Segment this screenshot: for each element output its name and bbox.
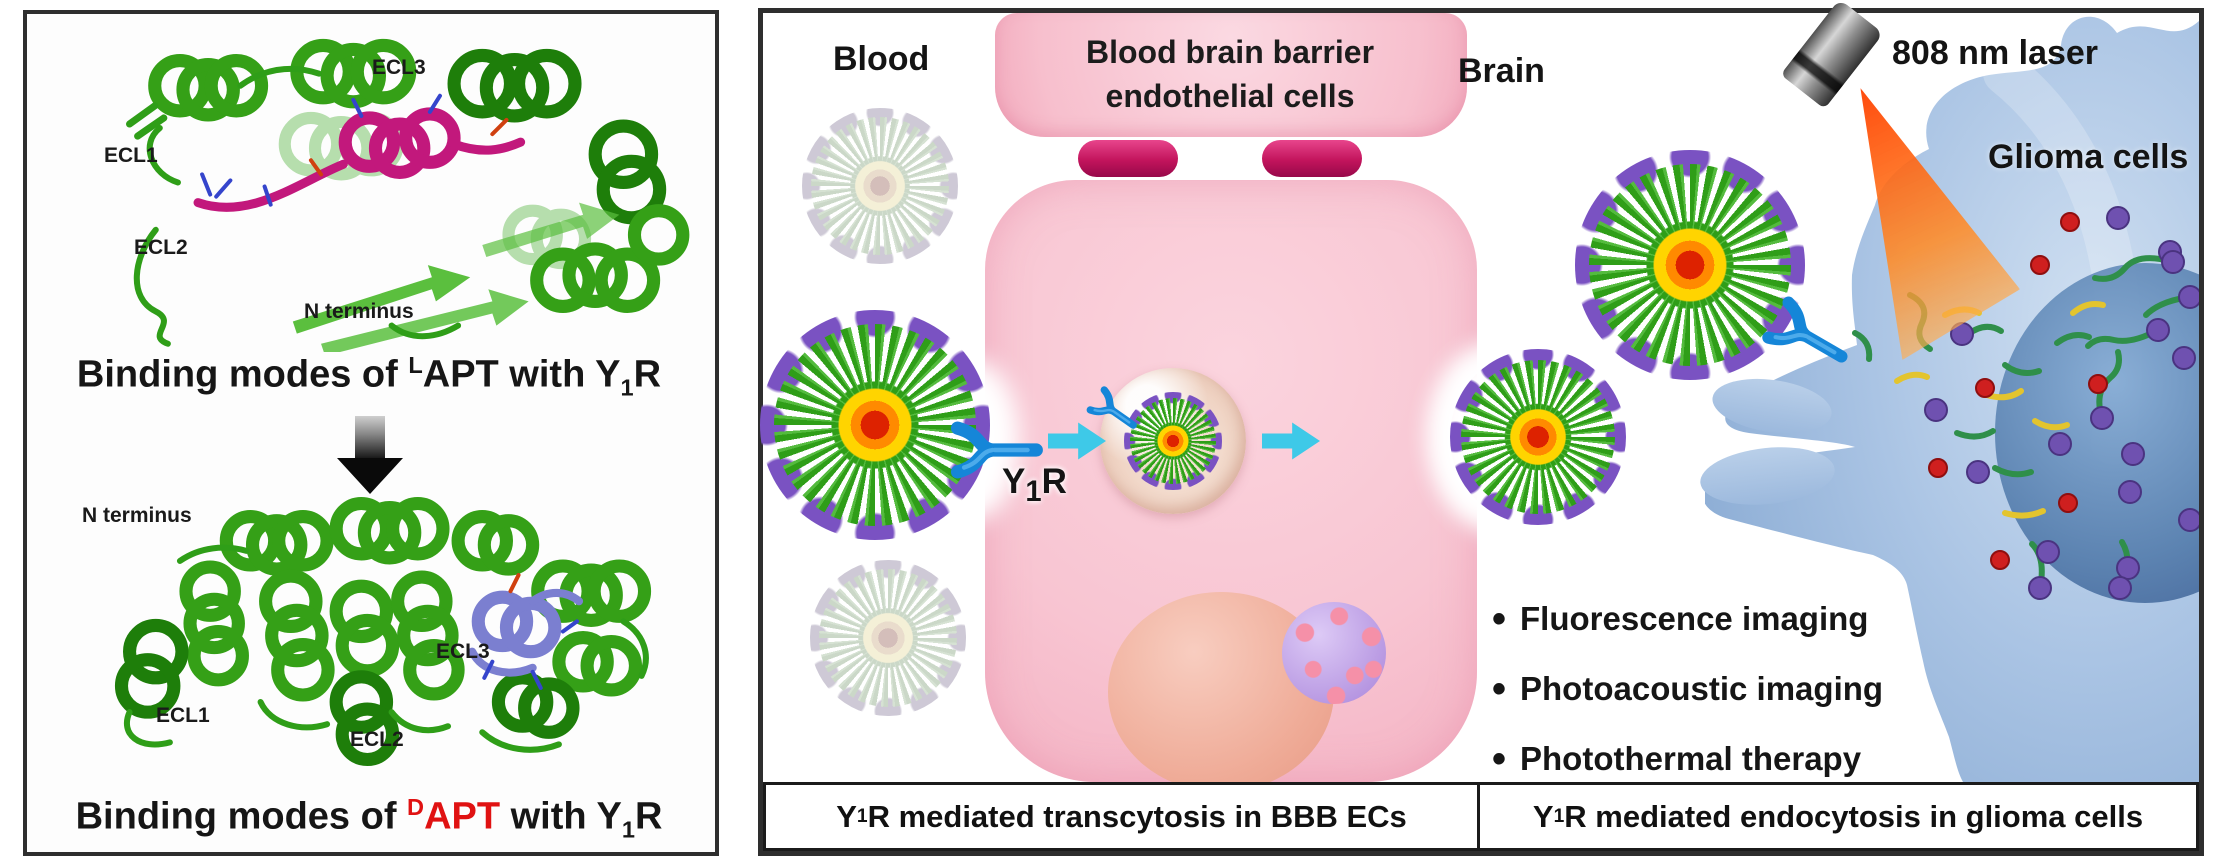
list-item: Photoacoustic imaging [1492, 654, 1922, 724]
released-red-molecules [1928, 212, 2108, 570]
list-item: Photothermal therapy [1492, 724, 1922, 794]
label-ecl2-top: ECL2 [134, 236, 188, 259]
glioma-cell [1705, 16, 2199, 782]
label-ecl1-top: ECL1 [104, 144, 158, 167]
label-ecl1-bottom: ECL1 [156, 704, 210, 727]
binding-modes-panel: ECL3 ECL1 ECL2 N terminus Binding modes … [23, 10, 719, 856]
transcytosis-vesicle [1100, 368, 1246, 514]
brain-region-label: Brain [1458, 52, 1545, 90]
nanoparticle-brain [1450, 349, 1626, 525]
nanoparticle-ghost-top [802, 108, 958, 264]
tight-junction-left [1078, 140, 1178, 177]
bbb-endothelial-cell-top [995, 13, 1467, 137]
nanoparticle-in-vesicle [1124, 392, 1222, 490]
protein-structure-lapt [126, 38, 690, 352]
glioma-cells-label: Glioma cells [1988, 138, 2189, 176]
y1r-receptor-label: Y1R [1002, 462, 1067, 508]
glioma-nucleus [1995, 263, 2199, 603]
protein-structure-dapt [114, 496, 652, 767]
isomer-superscript: L [408, 352, 423, 378]
label-ecl3-bottom: ECL3 [436, 640, 490, 663]
down-arrow [355, 416, 385, 460]
isomer-superscript: D [407, 794, 425, 820]
bbb-endothelial-label: Blood brain barrier endothelial cells [1085, 34, 1375, 114]
label-n-terminus-top: N terminus [304, 300, 414, 323]
blood-region-label: Blood [833, 40, 930, 78]
caption-binding-lapt: Binding modes of LAPT with Y1R [76, 352, 662, 401]
released-polymer-chains [1852, 255, 2193, 591]
label-n-terminus-bottom: N terminus [82, 504, 192, 527]
caption-binding-dapt: Binding modes of DAPT with Y1R [75, 794, 663, 843]
laser-label: 808 nm laser [1892, 34, 2099, 72]
endothelial-organelle [1282, 602, 1386, 704]
tight-junction-right [1262, 140, 1362, 177]
label-ecl3-top: ECL3 [372, 56, 426, 79]
label-ecl2-bottom: ECL2 [350, 728, 404, 751]
modality-bullet-list: Fluorescence imaging Photoacoustic imagi… [1492, 584, 1922, 794]
nanoparticle-blood [760, 310, 990, 540]
nanoparticle-ghost-bottom [810, 560, 966, 716]
released-purple-molecules [1924, 206, 2199, 600]
down-arrow-head [337, 458, 403, 494]
list-item: Fluorescence imaging [1492, 584, 1922, 654]
